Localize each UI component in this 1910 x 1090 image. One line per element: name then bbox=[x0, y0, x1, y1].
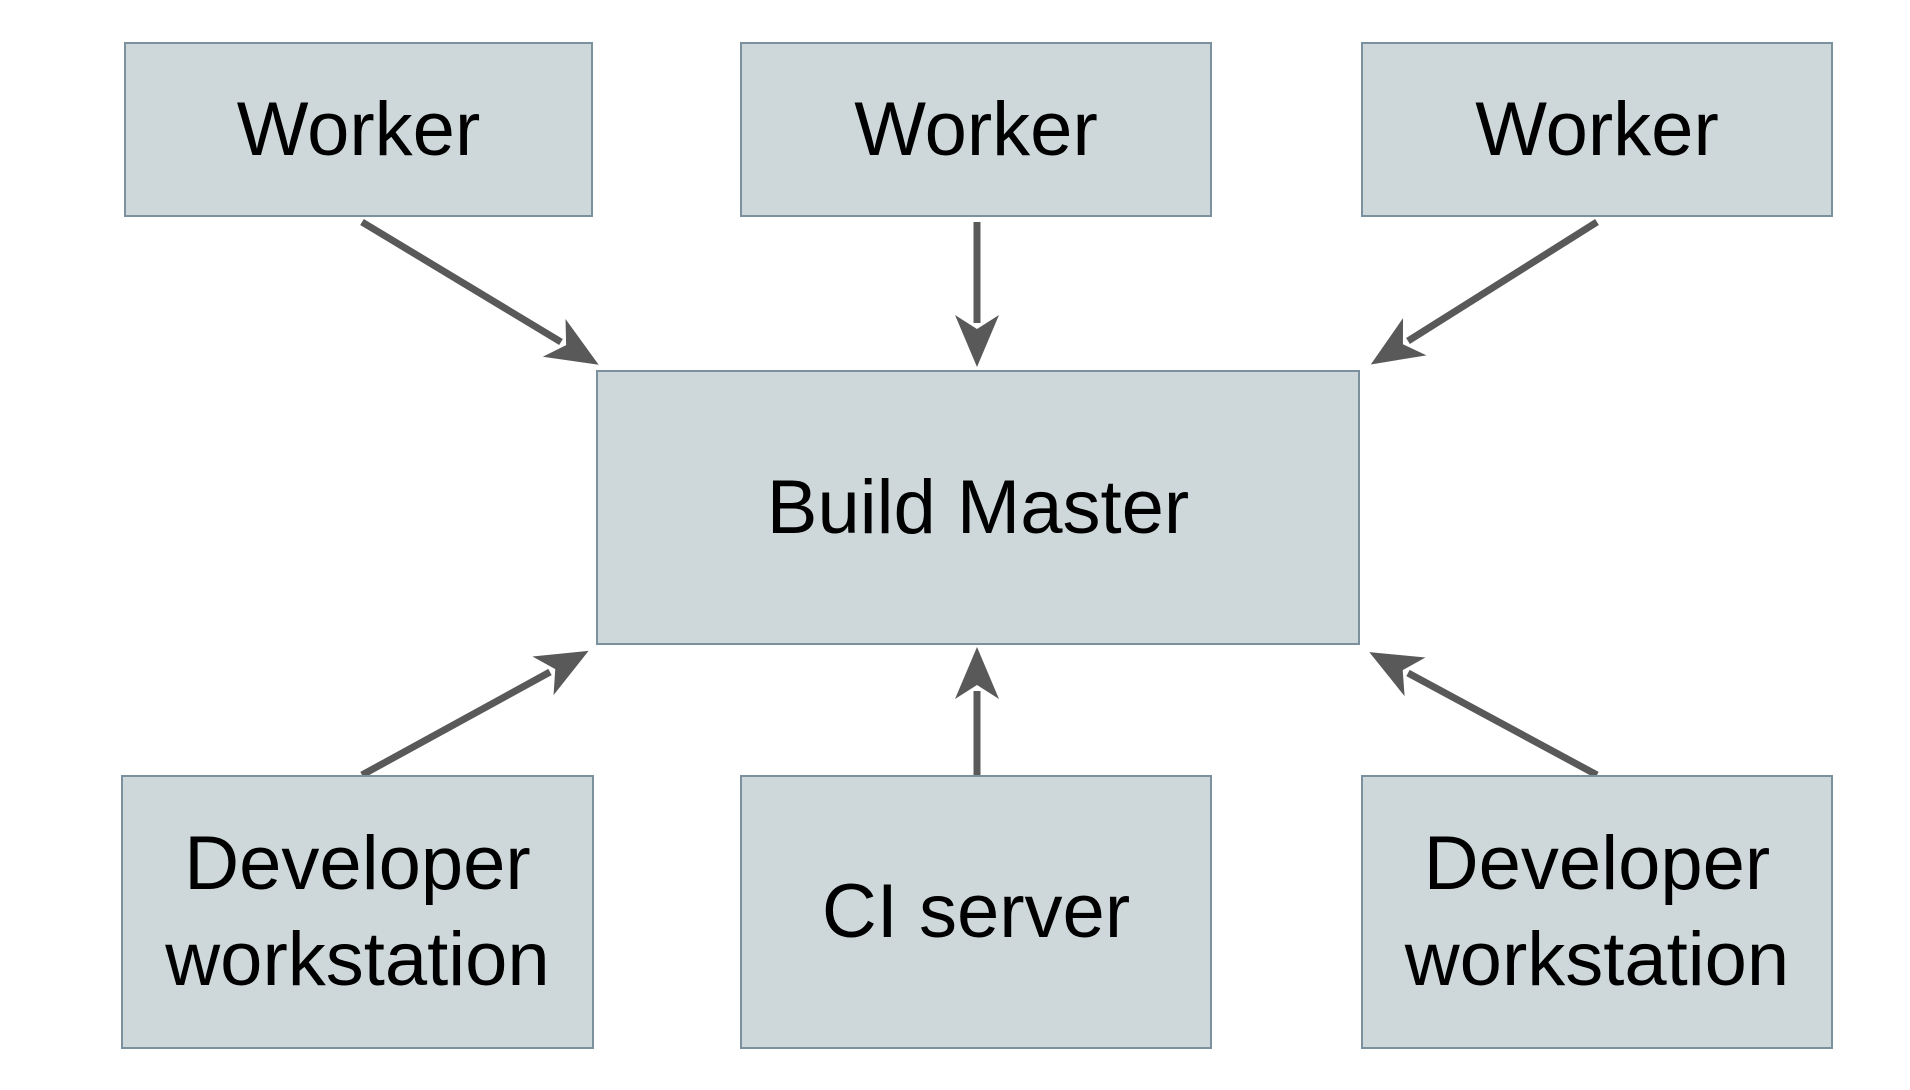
node-worker-1: Worker bbox=[124, 42, 593, 217]
node-label: CI server bbox=[821, 869, 1131, 955]
node-worker-3: Worker bbox=[1361, 42, 1833, 217]
node-ci-server: CI server bbox=[740, 775, 1212, 1049]
node-worker-2: Worker bbox=[740, 42, 1212, 217]
node-label: Worker bbox=[236, 86, 481, 172]
node-label: Developer workstation bbox=[165, 821, 550, 1002]
arrow-worker-1-to-build-master bbox=[360, 219, 599, 365]
node-label: Worker bbox=[854, 86, 1098, 172]
node-label: Build Master bbox=[766, 464, 1190, 550]
arrow-worker-3-to-build-master bbox=[1370, 219, 1599, 365]
arrow-dev-left-to-build-master bbox=[360, 650, 589, 779]
arrow-dev-right-to-build-master bbox=[1369, 652, 1599, 779]
node-build-master: Build Master bbox=[596, 370, 1360, 645]
node-label: Worker bbox=[1475, 86, 1719, 172]
node-label: Developer workstation bbox=[1404, 821, 1790, 1002]
node-developer-workstation-right: Developer workstation bbox=[1361, 775, 1833, 1049]
node-developer-workstation-left: Developer workstation bbox=[121, 775, 594, 1049]
